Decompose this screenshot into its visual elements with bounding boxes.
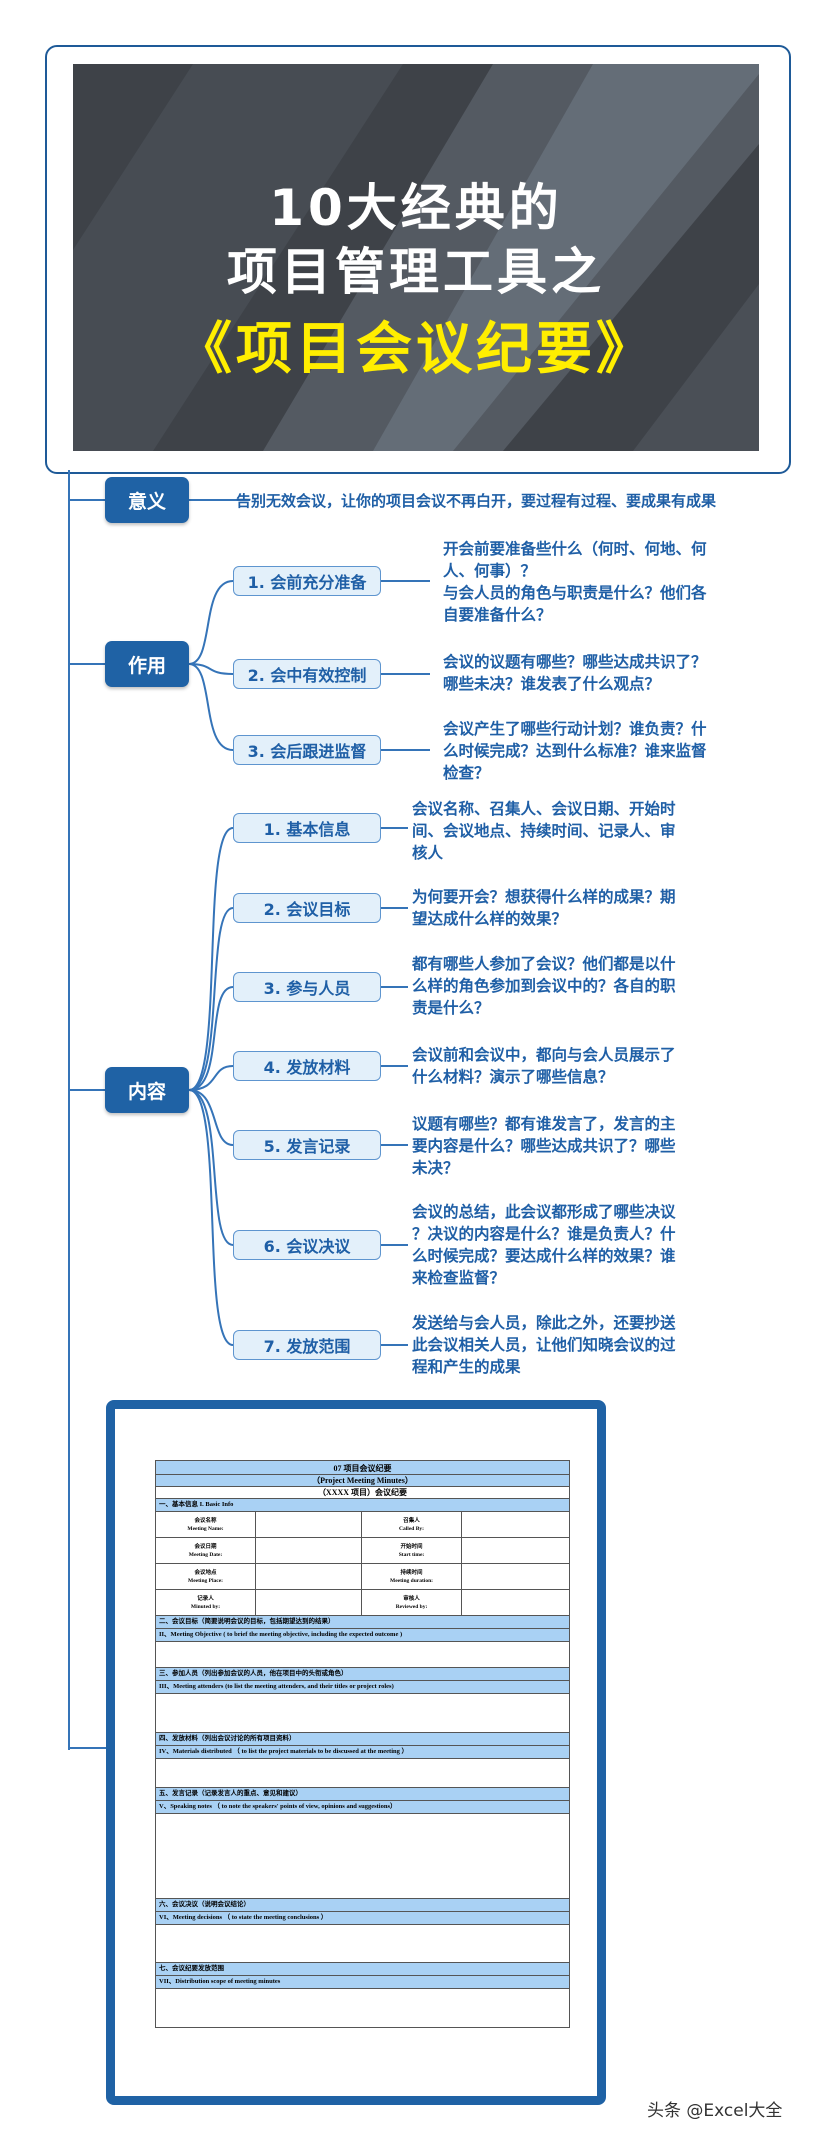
content-desc-2: 为何要开会？想获得什么样的成果？期望达成什么样的效果？	[412, 888, 676, 928]
title-line-3: 《项目会议纪要》	[176, 317, 656, 382]
mindmap-trunk	[68, 470, 70, 1750]
content-desc-1: 会议名称、召集人、会议日期、开始时间、会议地点、持续时间、记录人、审核人	[412, 800, 676, 862]
function-desc-3: 会议产生了哪些行动计划？谁负责？什么时候完成？达到什么标准？谁来监督 检查？	[443, 720, 707, 782]
content-item-6[interactable]: 6. 会议决议	[233, 1230, 381, 1260]
form-section-4-en: IV、Materials distributed （ to list the p…	[156, 1746, 569, 1759]
function-desc-1: 开会前要准备些什么（何时、何地、何人、何事）？ 与会人员的角色与职责是什么？他们…	[443, 540, 707, 624]
form-speaking-area[interactable]	[156, 1814, 569, 1899]
form-materials-area[interactable]	[156, 1759, 569, 1788]
form-section-3-cn: 三、参加人员（列出参加会议的人员，他在项目中的头衔或角色）	[156, 1668, 569, 1681]
node-meaning[interactable]: 意义	[105, 477, 189, 523]
form-title: 07 项目会议纪要	[156, 1461, 569, 1475]
title-banner: 10大经典的 项目管理工具之 《项目会议纪要》	[73, 64, 759, 451]
form-section-6-cn: 六、会议决议（说明会议结论）	[156, 1899, 569, 1912]
form-decisions-area[interactable]	[156, 1925, 569, 1963]
form-distribution-area[interactable]	[156, 1989, 569, 2027]
form-attenders-area[interactable]	[156, 1694, 569, 1733]
content-desc-5: 议题有哪些？都有谁发言了，发言的主要内容是什么？哪些达成共识了？哪些未决？	[412, 1115, 676, 1177]
node-function[interactable]: 作用	[105, 641, 189, 687]
title-line-2: 项目管理工具之	[227, 243, 605, 301]
form-objective-area[interactable]	[156, 1642, 569, 1668]
form-project-title: （XXXX 项目）会议纪要	[156, 1487, 569, 1499]
meeting-minutes-form: 07 项目会议纪要 （Project Meeting Minutes） （XXX…	[155, 1460, 570, 2028]
form-preview: 07 项目会议纪要 （Project Meeting Minutes） （XXX…	[106, 1400, 606, 2105]
form-section-7-en: VII、Distribution scope of meeting minute…	[156, 1976, 569, 1989]
content-desc-4: 会议前和会议中，都向与会人员展示了什么材料？演示了哪些信息？	[412, 1046, 676, 1086]
form-section-2-cn: 二、会议目标（简要说明会议的目标，包括期望达到的结果）	[156, 1616, 569, 1629]
content-desc-3: 都有哪些人参加了会议？他们都是以什么样的角色参加到会议中的？各自的职责是什么？	[412, 955, 676, 1017]
content-item-1[interactable]: 1. 基本信息	[233, 813, 381, 843]
function-desc-2: 会议的议题有哪些？哪些达成共识了？哪些未决？谁发表了什么观点？	[443, 653, 707, 693]
watermark: 头条 @Excel大全	[647, 2101, 783, 2121]
content-item-3[interactable]: 3. 参与人员	[233, 972, 381, 1002]
form-section-4-cn: 四、发放材料（列出会议讨论的所有项目资料）	[156, 1733, 569, 1746]
function-item-1[interactable]: 1. 会前充分准备	[233, 566, 381, 596]
cell-place-value[interactable]	[256, 1564, 362, 1590]
cell-name-value[interactable]	[256, 1512, 362, 1538]
content-item-7[interactable]: 7. 发放范围	[233, 1330, 381, 1360]
banner-stripes	[73, 64, 759, 451]
function-item-2[interactable]: 2. 会中有效控制	[233, 659, 381, 689]
content-item-4[interactable]: 4. 发放材料	[233, 1051, 381, 1081]
title-line-1: 10大经典的	[269, 179, 563, 237]
cell-date-value[interactable]	[256, 1538, 362, 1564]
cell-minuted-value[interactable]	[256, 1590, 362, 1615]
form-section-3-en: III、Meeting attenders (to list the meeti…	[156, 1681, 569, 1694]
function-item-3[interactable]: 3. 会后跟进监督	[233, 735, 381, 765]
cell-reviewed-value[interactable]	[462, 1590, 569, 1615]
form-section-7-cn: 七、会议纪要发放范围	[156, 1963, 569, 1976]
node-content[interactable]: 内容	[105, 1067, 189, 1113]
content-desc-6: 会议的总结，此会议都形成了哪些决议？决议的内容是什么？谁是负责人？什 么时候完成…	[412, 1203, 676, 1287]
cell-duration-value[interactable]	[462, 1564, 569, 1590]
content-item-5[interactable]: 5. 发言记录	[233, 1130, 381, 1160]
content-item-2[interactable]: 2. 会议目标	[233, 893, 381, 923]
form-section-5-cn: 五、发言记录（记录发言人的重点、意见和建议）	[156, 1788, 569, 1801]
form-section-1: 一、基本信息 I. Basic Info	[156, 1499, 569, 1512]
cell-caller-value[interactable]	[462, 1512, 569, 1538]
meaning-text: 告别无效会议，让你的项目会议不再白开，要过程有过程、要成果有成果	[236, 492, 717, 510]
form-section-5-en: V、Speaking notes （ to note the speakers'…	[156, 1801, 569, 1814]
form-section-6-en: VI、Meeting decisions （ to state the meet…	[156, 1912, 569, 1925]
cell-start-value[interactable]	[462, 1538, 569, 1564]
content-desc-7: 发送给与会人员，除此之外，还要抄送此会议相关人员，让他们知晓会议的过程和产生的成…	[412, 1314, 676, 1376]
form-subtitle: （Project Meeting Minutes）	[156, 1475, 569, 1487]
form-section-2-en: II、Meeting Objective ( to brief the meet…	[156, 1629, 569, 1642]
